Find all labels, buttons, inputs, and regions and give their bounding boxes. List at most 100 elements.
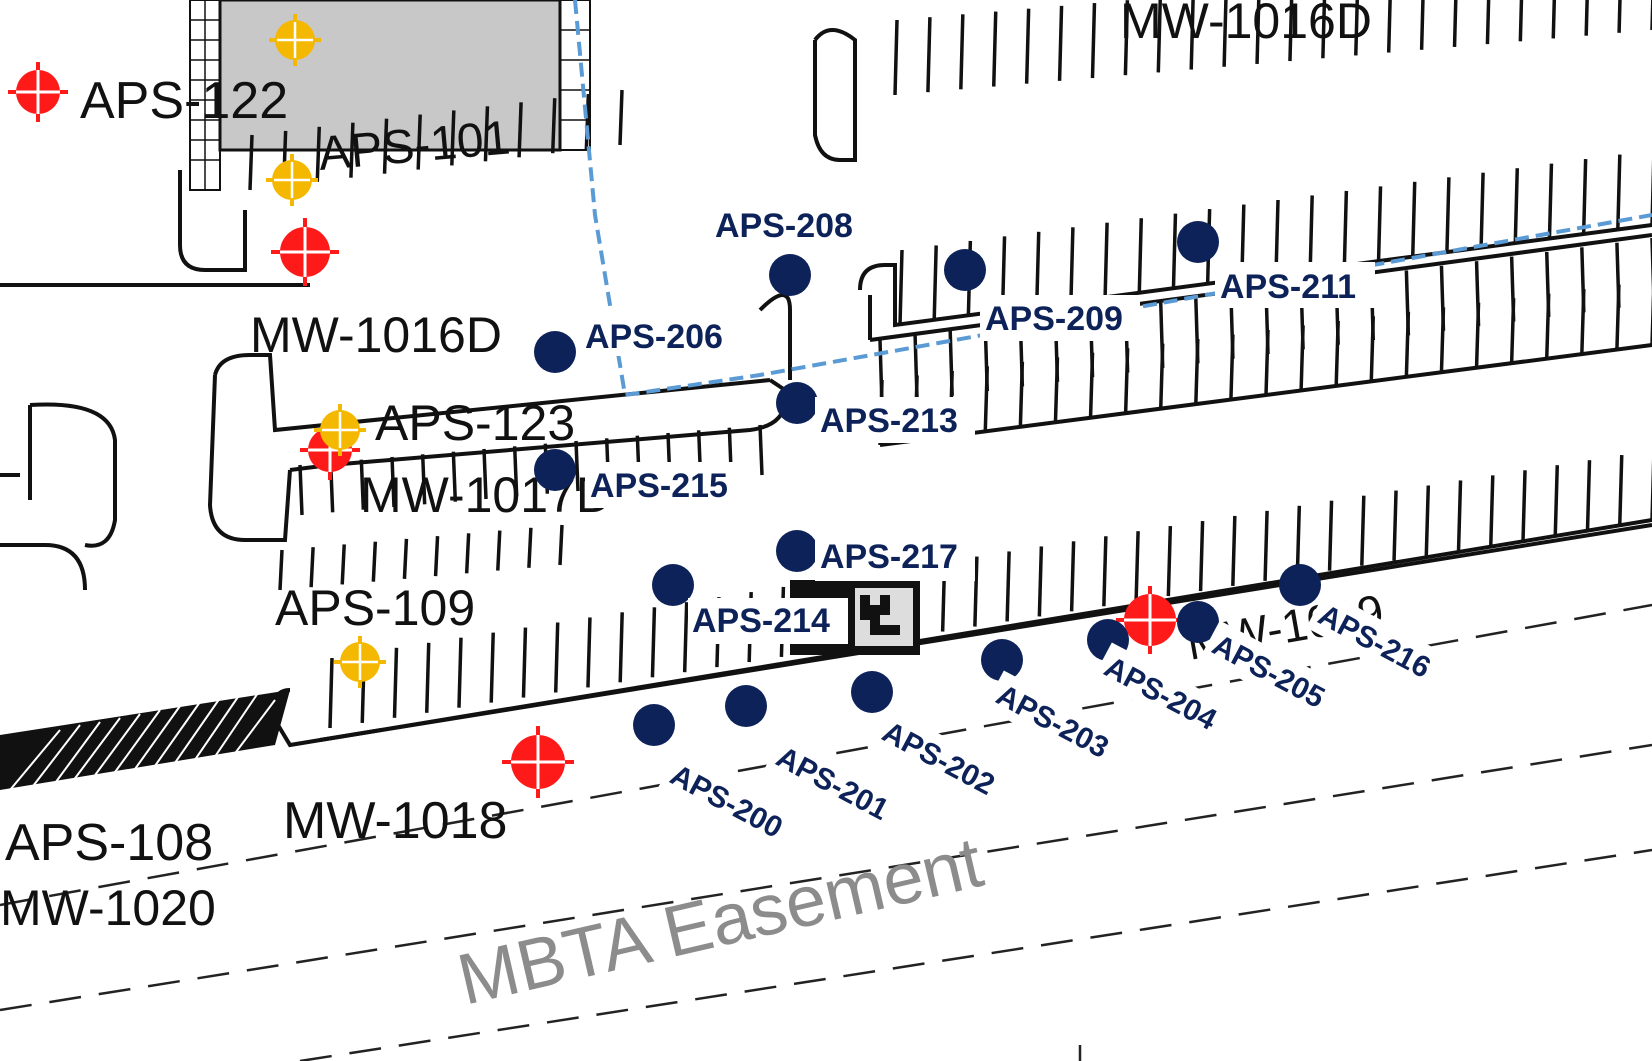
stall-line — [898, 249, 904, 326]
stall-line — [1090, 2, 1097, 79]
label-aps-109: APS-109 — [275, 580, 475, 636]
label-aps-209: APS-209 — [985, 300, 1123, 338]
stall-line — [340, 544, 346, 585]
stall-line — [1618, 455, 1624, 526]
stall-line — [1456, 480, 1463, 551]
stall-line — [1513, 168, 1520, 244]
prior-boring-icon — [314, 404, 366, 456]
stall-line — [1474, 302, 1481, 368]
stall-line — [1584, 0, 1589, 36]
stall-line — [402, 538, 409, 579]
stall-line — [489, 632, 495, 703]
stall-line — [1521, 470, 1527, 541]
stall-line — [420, 454, 427, 505]
stall-line — [1404, 311, 1411, 377]
stall-line — [682, 602, 689, 673]
stall-line — [1424, 485, 1431, 556]
label-mw-1020: MW-1020 — [0, 880, 216, 936]
sample-point-aps-211 — [1177, 221, 1219, 263]
label-aps-208: APS-208 — [715, 207, 853, 245]
stall-line — [1194, 339, 1200, 405]
stall-line — [382, 118, 389, 174]
marker-block — [790, 580, 920, 655]
stall-line — [991, 11, 998, 87]
stall-line — [349, 122, 355, 178]
stall-line — [1288, 0, 1294, 62]
easement-boundary-lines — [0, 603, 1652, 1061]
stall-line — [1485, 0, 1491, 45]
label-aps-214: APS-214 — [692, 602, 830, 640]
label-aps-122: APS-122 — [80, 72, 288, 130]
stall-line — [433, 536, 440, 577]
monitoring-well-icon — [8, 62, 68, 122]
stall-line — [893, 19, 899, 96]
stall-line — [1229, 334, 1235, 400]
stall-line — [1551, 0, 1557, 39]
stall-line — [1553, 465, 1560, 536]
stall-line — [1585, 460, 1592, 531]
stall-line — [1166, 526, 1173, 597]
stall-line — [618, 612, 624, 683]
sample-points — [534, 221, 1321, 746]
stall-line — [512, 446, 519, 497]
sample-point-aps-208 — [769, 254, 811, 296]
monitoring-well-icon — [502, 726, 574, 798]
stall-line — [1156, 0, 1162, 73]
stall-line — [1189, 0, 1195, 70]
stall-line — [457, 637, 463, 708]
stall-line — [527, 527, 533, 568]
stall-line — [1615, 284, 1621, 350]
stall-line — [416, 114, 422, 170]
stall-line — [1321, 0, 1327, 59]
stall-line — [1069, 541, 1076, 612]
sample-point-aps-215 — [534, 449, 576, 491]
stall-line — [1088, 352, 1095, 418]
stall-line — [278, 549, 284, 591]
stall-line — [1342, 190, 1349, 266]
label-mw-1016d: MW-1016D — [250, 307, 502, 363]
stall-line — [1547, 163, 1554, 239]
stall-line — [1360, 495, 1366, 566]
monitoring-well-icon — [1116, 586, 1184, 654]
stall-line — [1134, 531, 1140, 602]
stall-line — [521, 627, 528, 698]
prior-boring-icon — [266, 154, 318, 206]
stall-line — [959, 14, 965, 90]
sample-point-aps-217 — [776, 530, 818, 572]
label-aps-108: APS-108 — [5, 814, 213, 872]
stall-line — [983, 366, 990, 432]
stall-line — [558, 524, 564, 566]
stall-line — [1580, 289, 1586, 355]
sample-point-aps-209 — [944, 249, 986, 291]
stall-line — [1123, 0, 1130, 76]
stall-line — [1069, 227, 1075, 303]
stall-line — [359, 459, 366, 510]
sample-point-aps-205 — [1177, 601, 1219, 643]
stall-line — [1123, 348, 1130, 414]
stall-line — [482, 448, 488, 500]
stall-line — [1263, 510, 1269, 581]
stall-line — [574, 440, 580, 492]
hatched-area — [0, 689, 290, 791]
stall-line — [390, 456, 396, 508]
stall-line — [315, 126, 322, 182]
stall-line — [1171, 213, 1178, 289]
monitoring-well-icon — [271, 218, 339, 286]
stall-line — [1053, 357, 1060, 423]
label-aps-217: APS-217 — [820, 538, 958, 576]
stall-line — [1369, 316, 1376, 382]
stall-line — [1057, 5, 1064, 81]
stall-line — [1479, 172, 1485, 248]
stall-line — [1034, 231, 1041, 307]
label-aps-123: APS-123 — [375, 395, 575, 451]
label-aps-215: APS-215 — [590, 467, 728, 505]
stall-line — [1392, 490, 1398, 561]
stall-line — [1137, 218, 1144, 294]
stall-line — [1616, 154, 1622, 230]
stall-line — [1024, 8, 1031, 84]
stall-line — [1376, 186, 1383, 262]
stall-line — [1299, 325, 1305, 391]
stall-line — [451, 451, 458, 502]
sample-point-aps-202 — [851, 671, 893, 713]
